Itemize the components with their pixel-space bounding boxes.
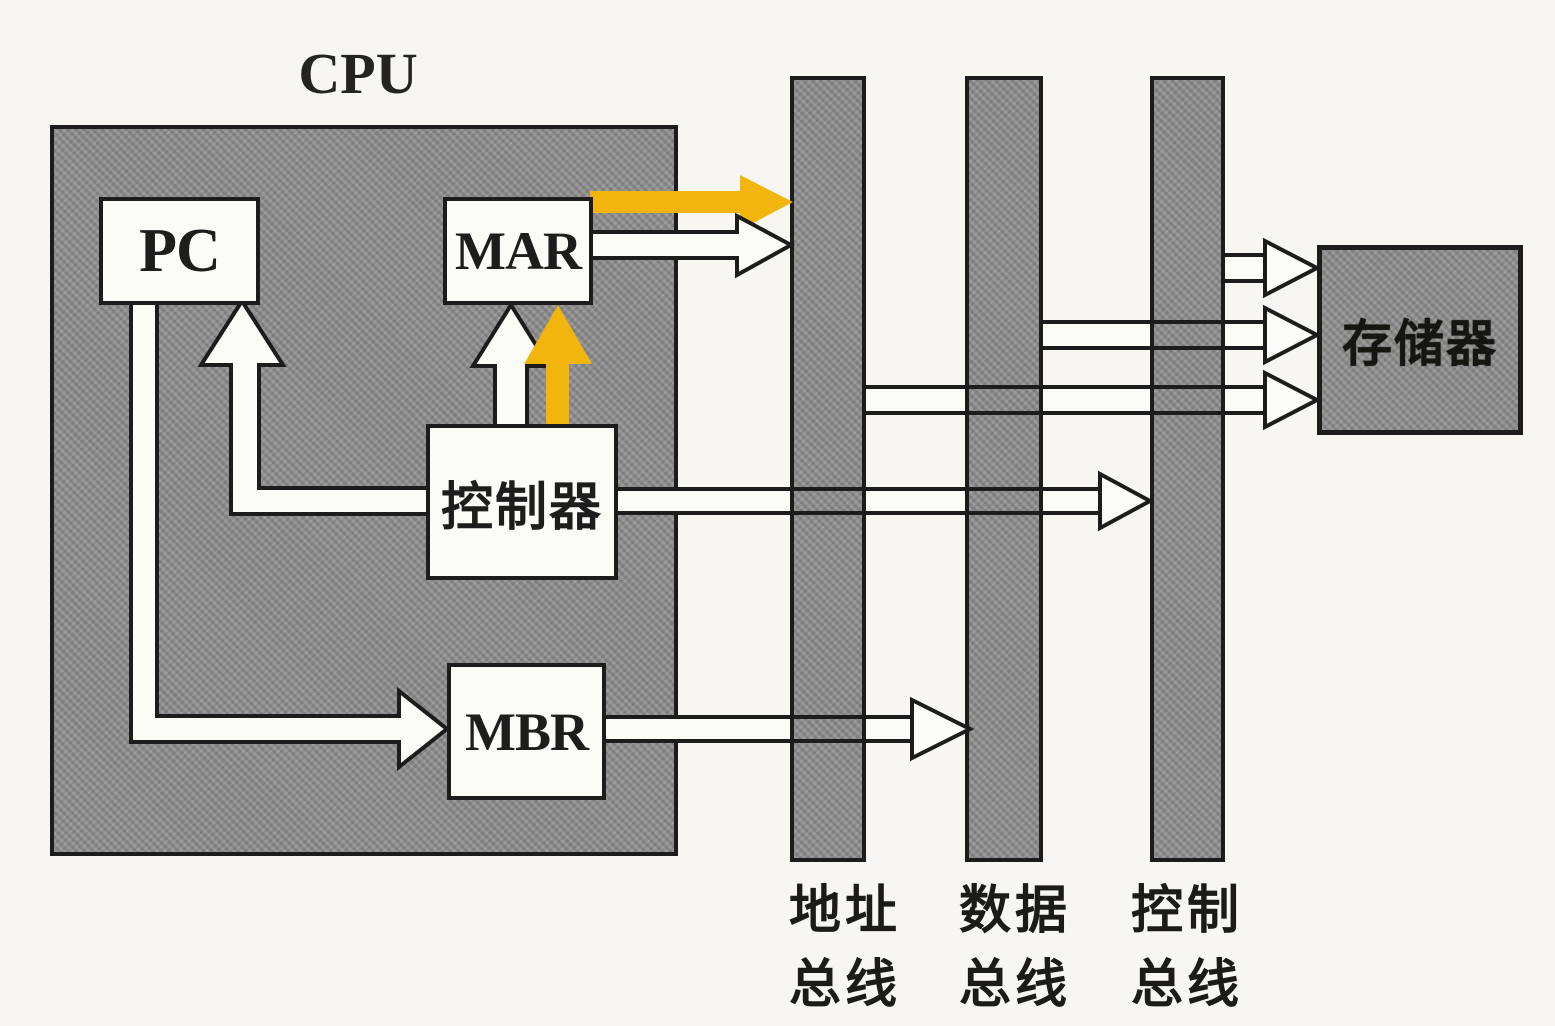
controller-to-pc-channel-arrow: [197, 297, 432, 516]
cpu-title: CPU: [298, 41, 418, 106]
address-bus-label-line2: 总线: [788, 956, 901, 1014]
pc-to-mbr-channel-arrow: [129, 299, 451, 772]
data-bus-label-line1: 数据: [958, 882, 1071, 940]
control-bus-bar: [1150, 76, 1225, 862]
address-bus-label-line1: 地址: [788, 882, 901, 940]
controller-label: 控制器: [440, 478, 603, 537]
control-bus-to-memory-arrow: [1225, 237, 1322, 299]
controller-to-control-bus-arrow: [614, 470, 1155, 532]
control-bus-label-line2: 总线: [1130, 956, 1243, 1014]
mbr-label: MBR: [465, 701, 589, 762]
controller-to-mar-white-arrow: [469, 301, 553, 432]
data-bus-bar: [965, 76, 1043, 862]
control-bus-label: 控制 总线: [1092, 874, 1282, 1022]
data-bus-label-line2: 总线: [958, 956, 1071, 1014]
controller-to-mar-yellow-arrow: [524, 305, 592, 432]
address-bus-bar: [790, 76, 866, 862]
controller-box: 控制器: [426, 424, 618, 580]
mar-to-address-bus-yellow-arrow: [590, 175, 793, 230]
pc-label: PC: [139, 216, 221, 285]
address-bus-label: 地址 总线: [750, 874, 940, 1022]
mar-to-address-bus-white-arrow: [588, 212, 796, 279]
pc-box: PC: [99, 197, 260, 305]
mar-label: MAR: [455, 221, 582, 281]
memory-label: 存储器: [1342, 316, 1498, 372]
mbr-box: MBR: [447, 663, 606, 800]
address-bus-to-memory-arrow: [866, 369, 1322, 431]
data-bus-to-memory-arrow: [1043, 304, 1322, 366]
mar-box: MAR: [443, 197, 593, 305]
mbr-to-data-bus-arrow: [602, 696, 975, 762]
data-bus-label: 数据 总线: [920, 874, 1110, 1022]
control-bus-label-line1: 控制: [1130, 882, 1243, 940]
memory-box: 存储器: [1317, 245, 1523, 435]
